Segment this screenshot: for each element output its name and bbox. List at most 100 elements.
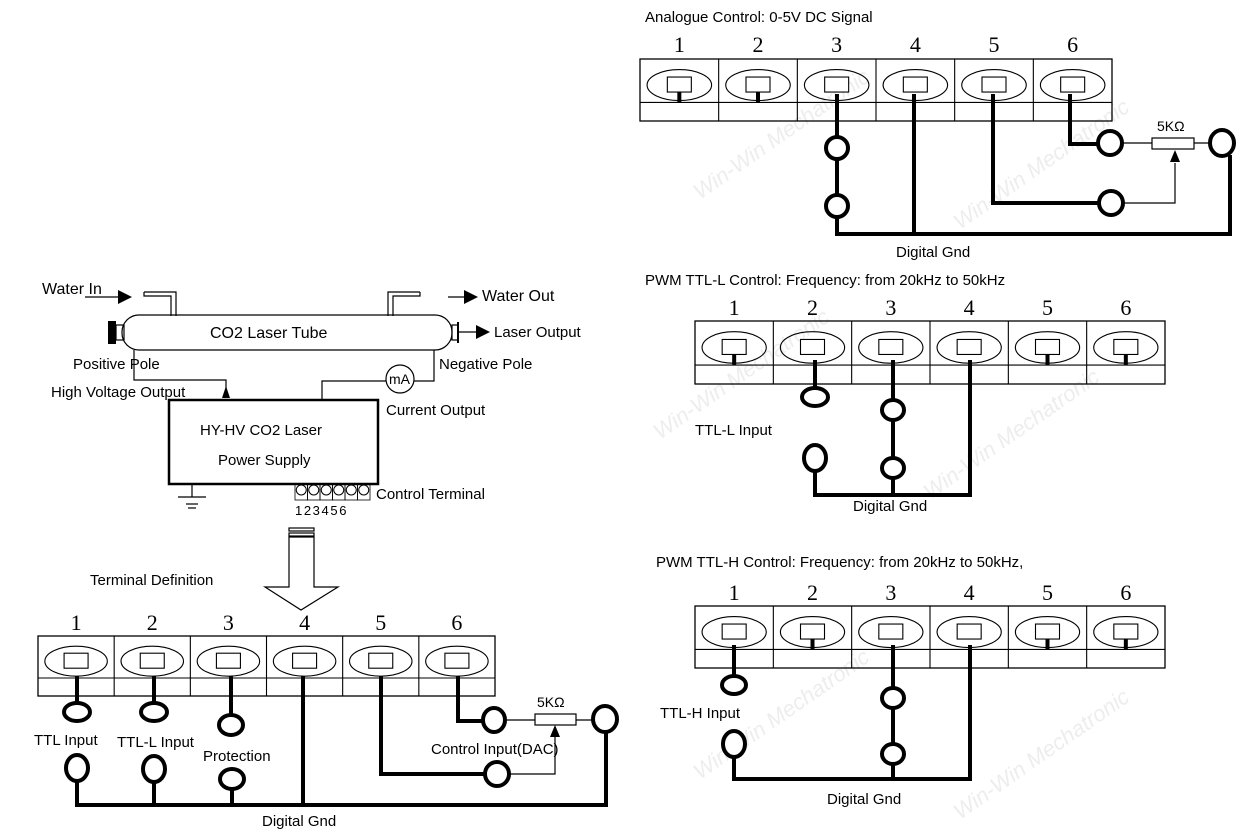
- control-terminal-label: Control Terminal: [376, 486, 485, 503]
- terminal-definition-wiring: TTL Input TTL-L Input Protection Digital…: [34, 676, 619, 830]
- terminal-number: 1: [729, 580, 740, 605]
- negative-pole-label: Negative Pole: [439, 356, 532, 373]
- positive-pole-label: Positive Pole: [73, 356, 160, 373]
- psu-label-line2: Power Supply: [218, 452, 311, 469]
- terminal-number: 1: [71, 610, 82, 635]
- terminal-screw-icon: [196, 645, 261, 677]
- protection-label: Protection: [203, 748, 271, 765]
- watermark: Win-Win Mechatronic: [949, 684, 1134, 824]
- water-out-pipe: [387, 291, 421, 316]
- analogue-terminal-block: 1 2 3 4 5 6: [639, 32, 1113, 122]
- ttl-h-title: PWM TTL-H Control: Frequency: from 20kHz…: [656, 554, 1023, 571]
- ring: [1097, 189, 1125, 217]
- ttl-input-label: TTL Input: [34, 732, 98, 749]
- arrow-down-icon: [262, 527, 341, 611]
- resistor-label: 5KΩ: [537, 694, 565, 710]
- ring: [1208, 128, 1236, 158]
- potentiometer-icon: [534, 713, 577, 726]
- terminal-number: 3: [885, 295, 896, 320]
- ttl-h-terminal-block: 1 2 3 4 5 6: [694, 580, 1166, 669]
- ammeter-icon: [385, 364, 415, 394]
- terminal-number: 4: [964, 580, 975, 605]
- ground-ring: [721, 729, 747, 759]
- terminal-screw-icon: [858, 331, 924, 364]
- digital-ground-bus: [75, 732, 608, 807]
- digital-ground-bus: [835, 155, 1232, 236]
- digital-ground-bus: [732, 645, 972, 781]
- terminal-number: 3: [831, 32, 842, 57]
- terminal-screw-icon: [779, 331, 846, 364]
- ring: [1096, 129, 1124, 157]
- terminal-definition-label: Terminal Definition: [90, 572, 213, 589]
- terminal-number: 5: [1042, 295, 1053, 320]
- terminal-number: 6: [1067, 32, 1078, 57]
- terminal-number: 6: [1120, 295, 1131, 320]
- terminal-number: 3: [223, 610, 234, 635]
- analogue-wiring: Digital Gnd 5KΩ: [824, 94, 1236, 261]
- control-input-ring: [483, 760, 511, 788]
- ground-ring: [218, 767, 246, 791]
- terminal-number: 4: [299, 610, 310, 635]
- potentiometer-icon: [1151, 137, 1195, 150]
- terminal-number: 4: [964, 295, 975, 320]
- terminal-screw-icon: [1039, 68, 1106, 102]
- ring: [880, 398, 906, 422]
- resistor-label: 5KΩ: [1157, 118, 1185, 134]
- terminal-number: 1: [674, 32, 685, 57]
- terminal-number: 1: [729, 295, 740, 320]
- protection-ring: [217, 713, 245, 737]
- ring: [880, 456, 906, 480]
- ring: [824, 193, 850, 219]
- control-terminal-numbers: 1 2 3 4 5 6: [295, 503, 346, 518]
- digital-ground-label: Digital Gnd: [853, 498, 927, 515]
- psu-label-line1: HY-HV CO2 Laser: [200, 422, 322, 439]
- overview-diagram: Water In Water Out CO2 Laser Tube Laser …: [42, 281, 582, 611]
- ttl-input-ring: [62, 701, 92, 723]
- analogue-title: Analogue Control: 0-5V DC Signal: [645, 9, 873, 26]
- tube-left-cap: [108, 321, 116, 344]
- watermark: Win-Win Mechatronic: [919, 364, 1104, 504]
- terminal-number: 6: [1120, 580, 1131, 605]
- ttl-l-wiring: TTL-L Input Digital Gnd: [695, 360, 972, 515]
- control-input-label: Control Input(DAC): [431, 741, 559, 758]
- ring: [880, 686, 906, 710]
- terminal-number: 5: [989, 32, 1000, 57]
- water-out-label: Water Out: [482, 288, 555, 305]
- terminal-number: 5: [1042, 580, 1053, 605]
- control-terminal-icon: [294, 483, 371, 501]
- ttl-l-title: PWM TTL-L Control: Frequency: from 20kHz…: [645, 272, 1005, 289]
- power-supply-box: [167, 398, 380, 486]
- terminal-number: 2: [807, 580, 818, 605]
- tube-label: CO2 Laser Tube: [210, 325, 328, 342]
- ttl-h-wiring: TTL-H Input Digital Gnd: [660, 645, 972, 808]
- pot-ring: [481, 706, 507, 734]
- terminal-number: 5: [375, 610, 386, 635]
- terminal-number: 3: [885, 580, 896, 605]
- ground-ring: [64, 753, 90, 783]
- ttl-l-input-ring: [800, 386, 830, 408]
- ring: [880, 742, 906, 766]
- terminal-number: 6: [451, 610, 462, 635]
- digital-ground-label: Digital Gnd: [827, 791, 901, 808]
- terminal-number: 4: [910, 32, 921, 57]
- terminal-number: 2: [753, 32, 764, 57]
- ttl-l-input-label: TTL-L Input: [117, 734, 195, 751]
- ground-ring: [802, 443, 828, 473]
- hv-output-label: High Voltage Output: [51, 384, 186, 401]
- ground-ring: [141, 754, 167, 784]
- digital-ground-label: Digital Gnd: [262, 813, 336, 830]
- ttl-h-input-ring: [720, 674, 748, 696]
- ttl-l-input-ring: [139, 701, 169, 723]
- ttl-l-input-label: TTL-L Input: [695, 422, 773, 439]
- ground-icon: [178, 484, 206, 509]
- water-in-label: Water In: [42, 281, 102, 298]
- terminal-number: 2: [147, 610, 158, 635]
- water-in-pipe: [143, 291, 177, 316]
- pot-ring: [591, 704, 619, 734]
- water-out-arrow-icon: [448, 290, 478, 304]
- terminal-definition-block: 1 2 3 4 5 6: [37, 610, 496, 697]
- ring: [824, 135, 850, 161]
- current-wire: [321, 350, 435, 400]
